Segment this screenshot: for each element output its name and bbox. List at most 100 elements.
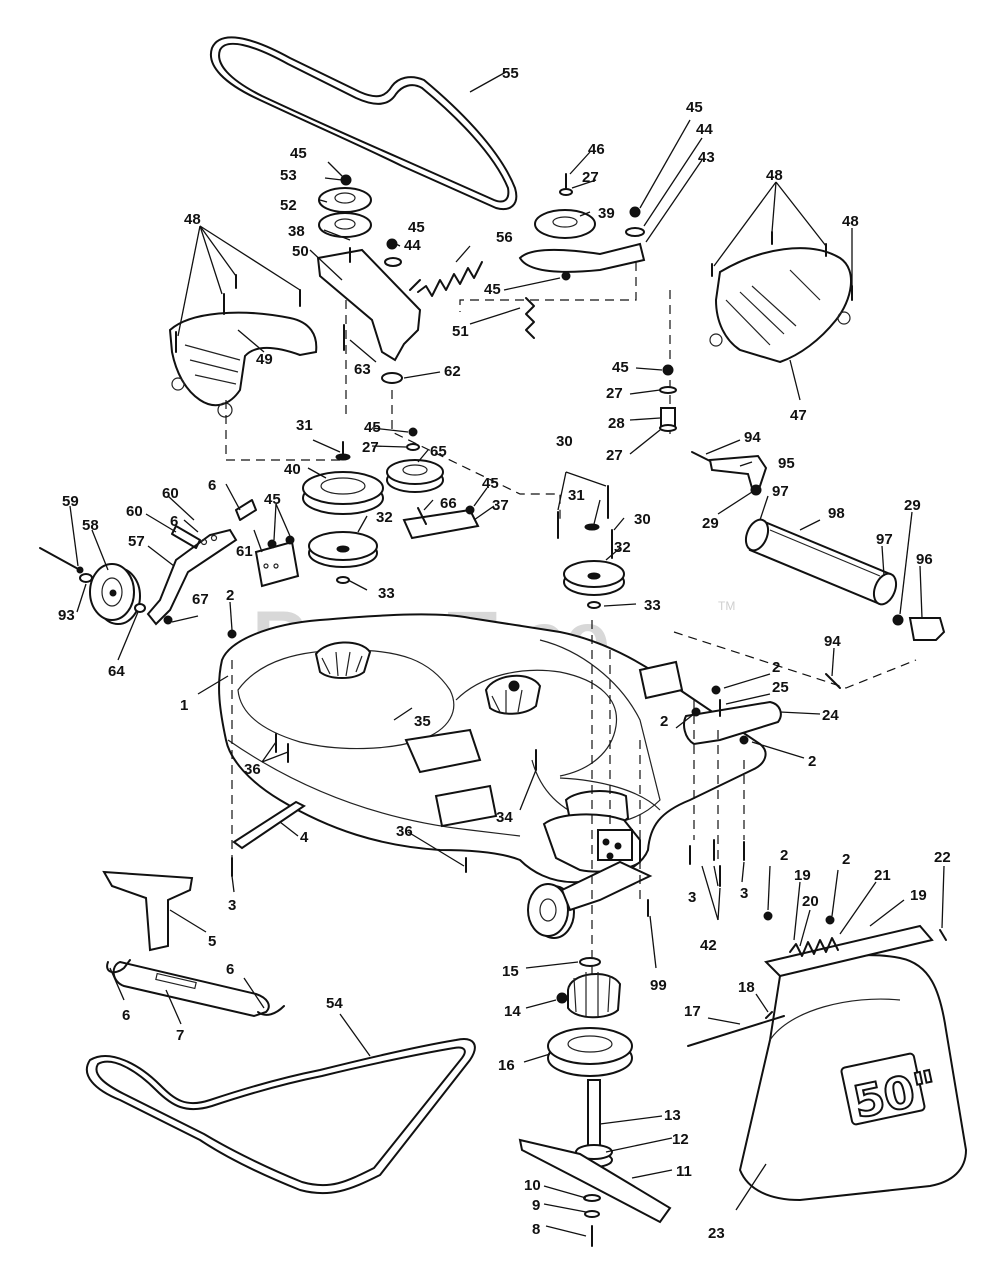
rod-17[interactable] xyxy=(687,1015,785,1047)
bracket-37[interactable] xyxy=(402,508,480,540)
callout-21: 21 xyxy=(874,867,891,884)
mower-deck-1[interactable] xyxy=(218,613,767,939)
washer-64[interactable] xyxy=(134,603,146,613)
clip-6-right[interactable] xyxy=(257,1005,285,1016)
baffle-24[interactable] xyxy=(683,700,782,746)
pulley-53[interactable] xyxy=(318,187,372,213)
callout-99: 99 xyxy=(650,977,667,994)
idler-arm-39[interactable] xyxy=(518,209,646,273)
shaft-13[interactable] xyxy=(587,1079,601,1151)
washer-93[interactable] xyxy=(79,573,93,583)
washer-62[interactable] xyxy=(381,372,403,384)
pulley-32-right[interactable] xyxy=(563,560,625,596)
nut-2-chute[interactable] xyxy=(763,911,773,921)
callout-42: 42 xyxy=(700,937,717,954)
spring-56[interactable] xyxy=(409,261,483,297)
link-4[interactable] xyxy=(232,800,306,850)
spring-21[interactable] xyxy=(789,937,839,957)
callout-6: 6 xyxy=(226,961,234,978)
key-31-right[interactable] xyxy=(584,523,600,531)
callout-49: 49 xyxy=(256,351,273,368)
bolts-30[interactable] xyxy=(557,485,613,559)
callout-19: 19 xyxy=(794,867,811,884)
callout-58: 58 xyxy=(82,517,99,534)
bracket-61[interactable] xyxy=(254,540,300,588)
nut-2-baffle-c[interactable] xyxy=(739,735,749,745)
callout-2: 2 xyxy=(226,587,234,604)
clip-6-upper[interactable] xyxy=(235,499,257,521)
washer-44-right[interactable] xyxy=(625,227,645,237)
callout-13: 13 xyxy=(664,1107,681,1124)
callout-2: 2 xyxy=(842,851,850,868)
spacer-33-right[interactable] xyxy=(587,601,601,609)
bracket-96[interactable] xyxy=(908,617,946,641)
washer-15[interactable] xyxy=(579,957,601,967)
wheel-58[interactable] xyxy=(89,563,141,625)
nut-29-arm[interactable] xyxy=(750,484,762,496)
pulley-52[interactable] xyxy=(318,212,372,238)
washer-27-top[interactable] xyxy=(559,188,573,196)
pin-22[interactable] xyxy=(939,929,947,941)
callout-8: 8 xyxy=(532,1221,540,1238)
washer-44[interactable] xyxy=(384,257,402,267)
callout-6: 6 xyxy=(170,513,178,530)
callout-2: 2 xyxy=(772,659,780,676)
link-bar-7[interactable] xyxy=(112,960,270,1018)
watermark-trademark: TM xyxy=(718,599,735,613)
callout-34: 34 xyxy=(496,809,513,826)
nut-2-chute-b[interactable] xyxy=(825,915,835,925)
bolt-66[interactable] xyxy=(417,507,427,525)
belt-54[interactable] xyxy=(85,1038,476,1195)
pulley-32-left[interactable] xyxy=(308,531,378,568)
pulley-40[interactable] xyxy=(302,471,384,515)
spindle-14[interactable] xyxy=(556,972,622,1019)
bolt-59[interactable] xyxy=(39,547,84,574)
nut-45-bracket61b[interactable] xyxy=(285,535,295,545)
callout-32: 32 xyxy=(614,539,631,556)
nut-2-baffle[interactable] xyxy=(711,685,721,695)
nut-45-bracket[interactable] xyxy=(465,505,475,515)
belt-55[interactable] xyxy=(209,36,518,210)
bolts-42[interactable] xyxy=(689,839,721,887)
spacer-33-left[interactable] xyxy=(336,576,350,584)
nut-45-under[interactable] xyxy=(561,271,571,281)
nut-29-roller[interactable] xyxy=(892,614,904,626)
stack-28[interactable] xyxy=(659,364,677,432)
callout-10: 10 xyxy=(524,1177,541,1194)
spacer-16[interactable] xyxy=(547,1027,633,1077)
callout-2: 2 xyxy=(808,753,816,770)
bolts-48-left[interactable] xyxy=(175,274,301,353)
nut-67[interactable] xyxy=(163,615,173,625)
nut-45-idler-arm[interactable] xyxy=(629,206,641,218)
blade-11[interactable] xyxy=(518,1138,672,1224)
callout-6: 6 xyxy=(208,477,216,494)
pulley-65[interactable] xyxy=(386,459,444,493)
nut-2-left[interactable] xyxy=(227,629,237,639)
callout-48: 48 xyxy=(184,211,201,228)
callout-29: 29 xyxy=(904,497,921,514)
callout-54: 54 xyxy=(326,995,343,1012)
belt-cover-47[interactable] xyxy=(709,247,853,364)
callout-65: 65 xyxy=(430,443,447,460)
hinge-bracket-20[interactable] xyxy=(764,924,934,978)
callout-45: 45 xyxy=(290,145,307,162)
nut-45-idler[interactable] xyxy=(386,238,398,250)
washer-27-center[interactable] xyxy=(406,443,420,451)
idler-bracket-50[interactable] xyxy=(316,248,422,362)
nut-45-center[interactable] xyxy=(408,427,418,437)
callout-62: 62 xyxy=(444,363,461,380)
nut-45-bracket61a[interactable] xyxy=(267,539,277,549)
clip-18[interactable] xyxy=(765,1011,773,1019)
chute-23[interactable]: 50" xyxy=(738,954,968,1202)
belt-cover-49[interactable] xyxy=(168,311,318,418)
bracket-5[interactable] xyxy=(102,870,194,952)
pin-60[interactable] xyxy=(171,525,201,549)
arm-57[interactable] xyxy=(146,528,238,626)
washer-9[interactable] xyxy=(584,1210,600,1218)
spring-51[interactable] xyxy=(525,297,535,339)
roller-98[interactable] xyxy=(742,516,901,607)
callout-45: 45 xyxy=(482,475,499,492)
key-31-left[interactable] xyxy=(335,441,351,461)
arm-95[interactable] xyxy=(691,451,768,490)
washer-10[interactable] xyxy=(583,1194,601,1202)
